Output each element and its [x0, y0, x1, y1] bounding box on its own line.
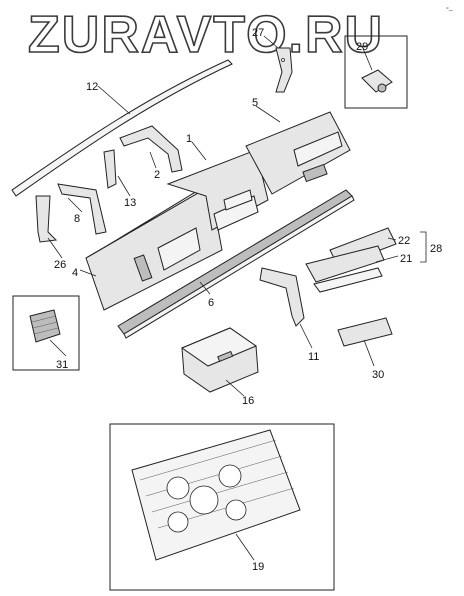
- part-2-bracket: [119, 125, 183, 173]
- callout-2: 2: [154, 169, 160, 181]
- part-12-trim-strip: [11, 59, 233, 197]
- watermark-text: ZURAVTO.RU: [28, 6, 384, 64]
- part-27-bracket: [275, 47, 293, 93]
- callout-31: 31: [56, 359, 68, 371]
- box-31: [12, 295, 80, 371]
- leader-26: [47, 237, 63, 259]
- callout-4: 4: [72, 267, 78, 279]
- part-5-dashboard-right: [245, 111, 351, 195]
- leader-22: [387, 237, 397, 241]
- part-4-dashboard-left: [85, 180, 223, 311]
- leader-5: [255, 105, 281, 123]
- leader-2: [149, 151, 157, 169]
- callout-21: 21: [400, 253, 412, 265]
- leader-27: [263, 35, 279, 49]
- callout-5: 5: [252, 97, 258, 109]
- part-8-bracket: [57, 183, 107, 235]
- part-13-bracket: [103, 149, 117, 189]
- callout-16: 16: [242, 395, 254, 407]
- part-29-switch-box: [344, 35, 408, 109]
- box-19: [109, 423, 335, 591]
- part-31-grille-box: [12, 295, 80, 371]
- leader-lines: [47, 35, 427, 561]
- leader-12: [97, 85, 131, 115]
- callout-6: 6: [208, 297, 214, 309]
- callout-13: 13: [124, 197, 136, 209]
- leader-6: [199, 281, 211, 295]
- leader-30: [363, 339, 375, 367]
- leader-8: [67, 197, 83, 213]
- corner-mark: °–: [446, 6, 453, 14]
- callout-30: 30: [372, 369, 384, 381]
- callout-27: 27: [252, 27, 264, 39]
- leader-19: [235, 533, 255, 561]
- part-11-bracket: [259, 267, 305, 327]
- part-21-cover: [305, 245, 385, 293]
- callout-8: 8: [74, 213, 80, 225]
- part-6-lower-rail: [117, 189, 355, 339]
- box-29: [344, 35, 408, 109]
- part-26-bracket: [35, 195, 58, 243]
- callout-11: 11: [308, 351, 319, 363]
- callout-29: 29: [356, 41, 368, 53]
- leader-4: [79, 269, 97, 277]
- leader-16: [225, 379, 245, 397]
- part-1-dashboard-center: [166, 149, 269, 231]
- callout-12: 12: [86, 81, 98, 93]
- bracket-28: [420, 231, 427, 263]
- part-30-panel: [337, 317, 393, 347]
- leader-21: [375, 255, 399, 263]
- callout-19: 19: [252, 561, 264, 573]
- part-16-tray: [180, 327, 259, 393]
- part-19-rear-panel-box: [109, 423, 335, 591]
- leader-11: [299, 323, 313, 349]
- callout-labels: 12 27 29 5 1 2 13 8 26 4 6 22 21 28 11 3…: [54, 27, 442, 573]
- callout-28: 28: [430, 243, 442, 255]
- leader-13: [117, 175, 131, 197]
- leader-1: [191, 141, 207, 161]
- leader-29: [361, 45, 373, 71]
- callout-22: 22: [398, 235, 410, 247]
- callout-1: 1: [186, 133, 192, 145]
- callout-26: 26: [54, 259, 66, 271]
- leader-31: [49, 339, 67, 357]
